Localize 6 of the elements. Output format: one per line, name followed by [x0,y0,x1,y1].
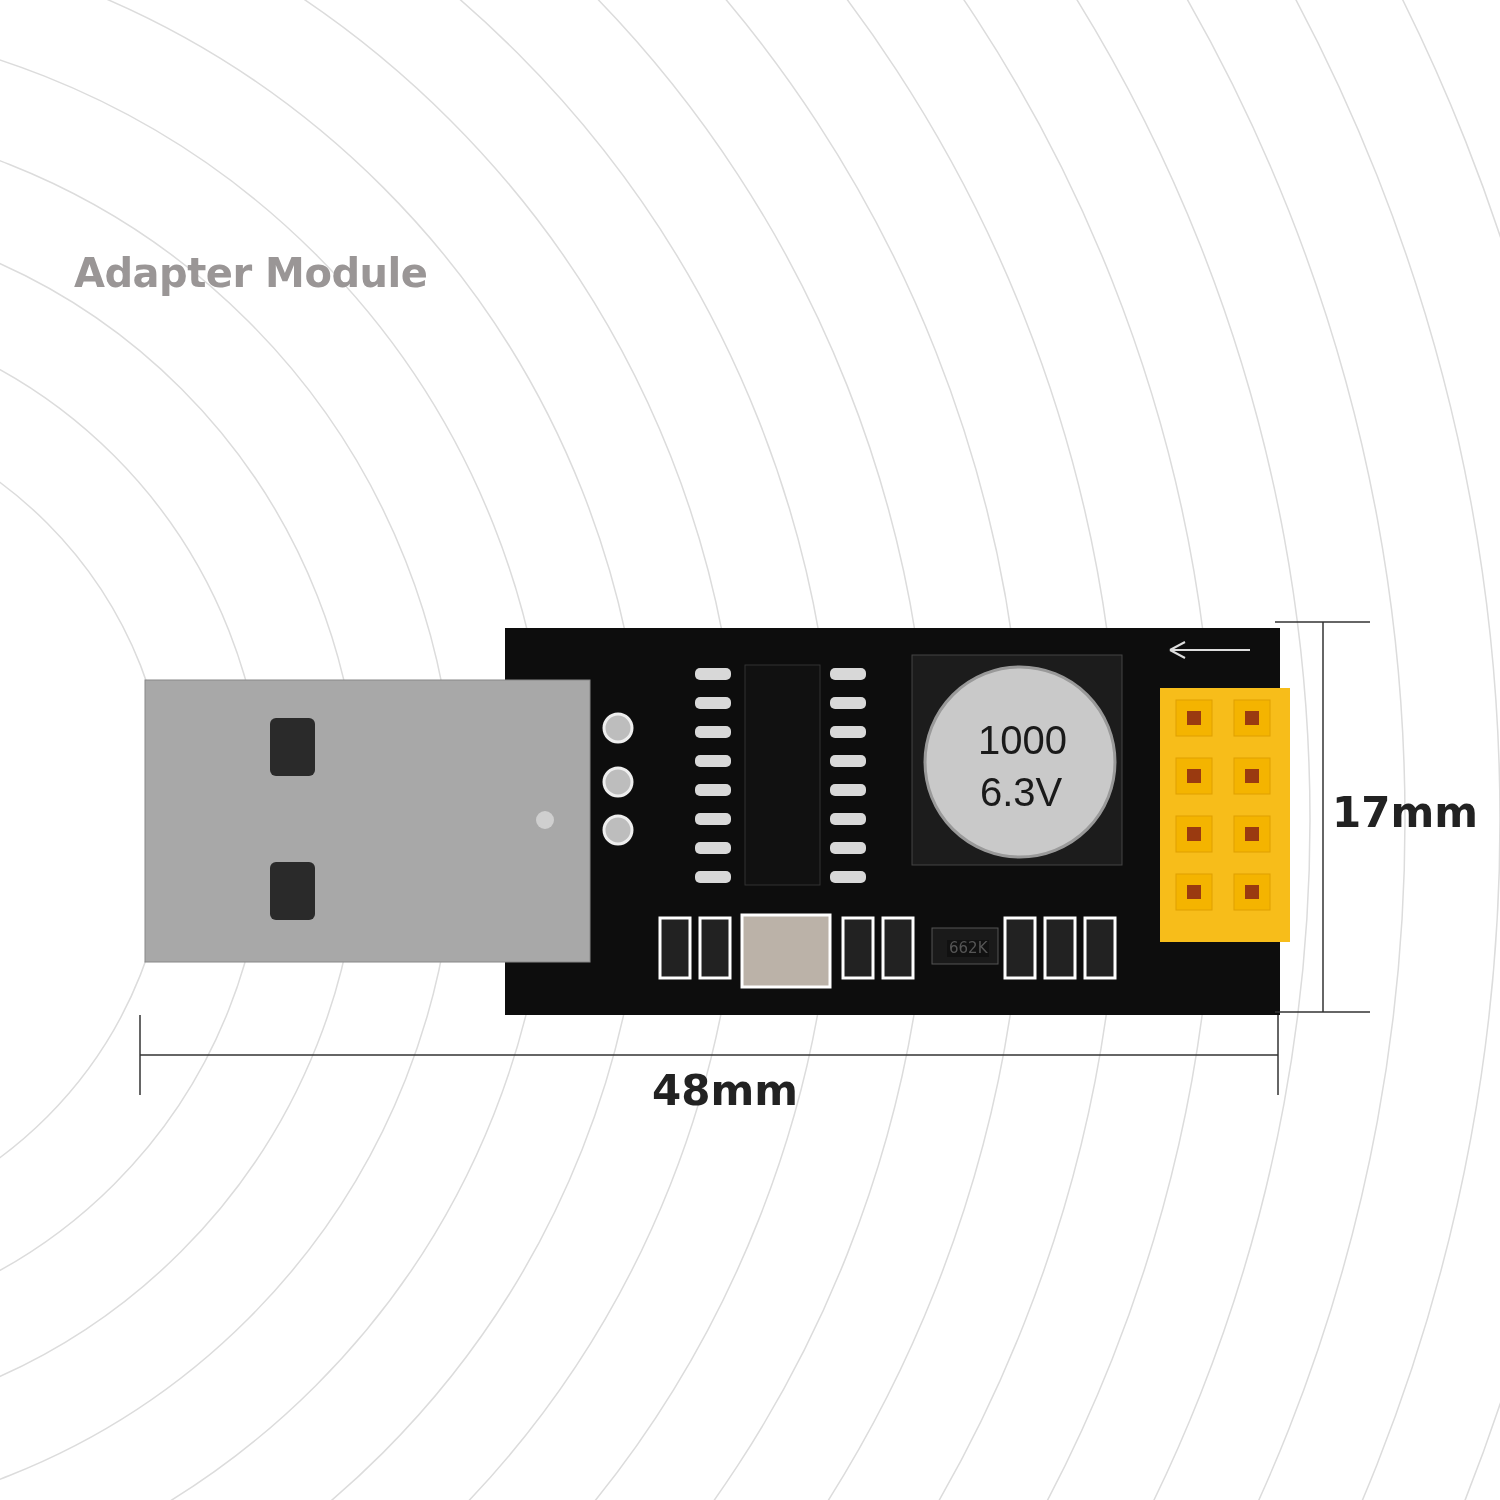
capacitor-marking: 1000 [978,720,1067,760]
dimension-label: 17mm [1332,792,1478,834]
component-marking: 662K [947,940,990,957]
dimension-label: 48mm [652,1070,798,1112]
capacitor-marking: 6.3V [980,772,1063,812]
title: Adapter Module [74,250,428,296]
